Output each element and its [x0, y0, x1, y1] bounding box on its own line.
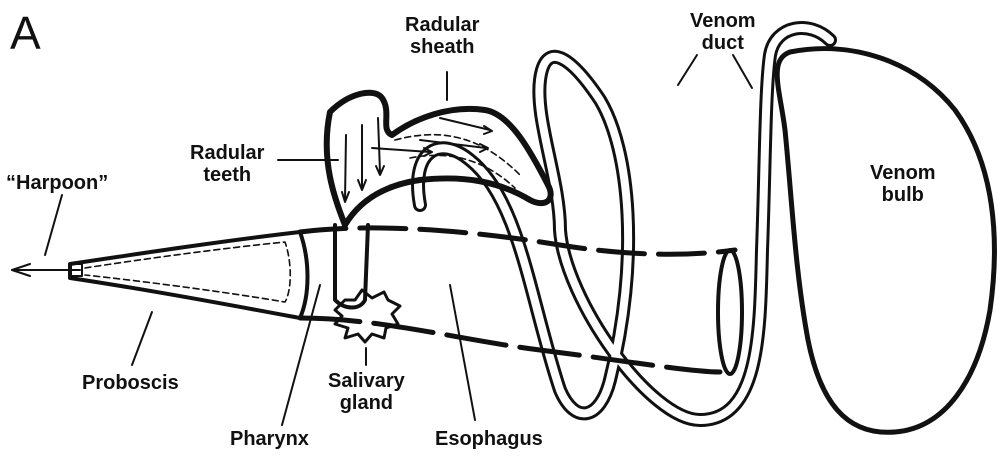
label-radular-teeth: Radular teeth [190, 142, 264, 186]
label-venom-bulb: Venom bulb [870, 162, 936, 206]
leader-esophagus [450, 285, 475, 420]
label-esophagus: Esophagus [435, 428, 543, 450]
proboscis-shape [70, 232, 308, 318]
leader-harpoon [45, 195, 62, 255]
pharynx-tube [335, 225, 368, 308]
radular-sheath-shape [327, 93, 551, 225]
label-radular-sheath: Radular sheath [405, 14, 479, 58]
panel-letter: A [10, 10, 41, 56]
label-harpoon: “Harpoon” [6, 172, 108, 194]
label-salivary-gland: Salivary gland [328, 370, 405, 414]
label-proboscis: Proboscis [82, 372, 179, 394]
label-venom-duct: Venom duct [690, 10, 756, 54]
venom-bulb-shape [777, 49, 994, 433]
esophagus-bottom-edge [300, 318, 720, 372]
leader-venom-duct-1 [678, 55, 697, 85]
label-pharynx: Pharynx [230, 428, 309, 450]
leader-proboscis [132, 312, 152, 365]
salivary-gland-shape [335, 290, 400, 342]
leader-pharynx [282, 285, 320, 425]
esophagus-end-cap [718, 250, 742, 374]
leader-venom-duct-2 [733, 55, 752, 88]
